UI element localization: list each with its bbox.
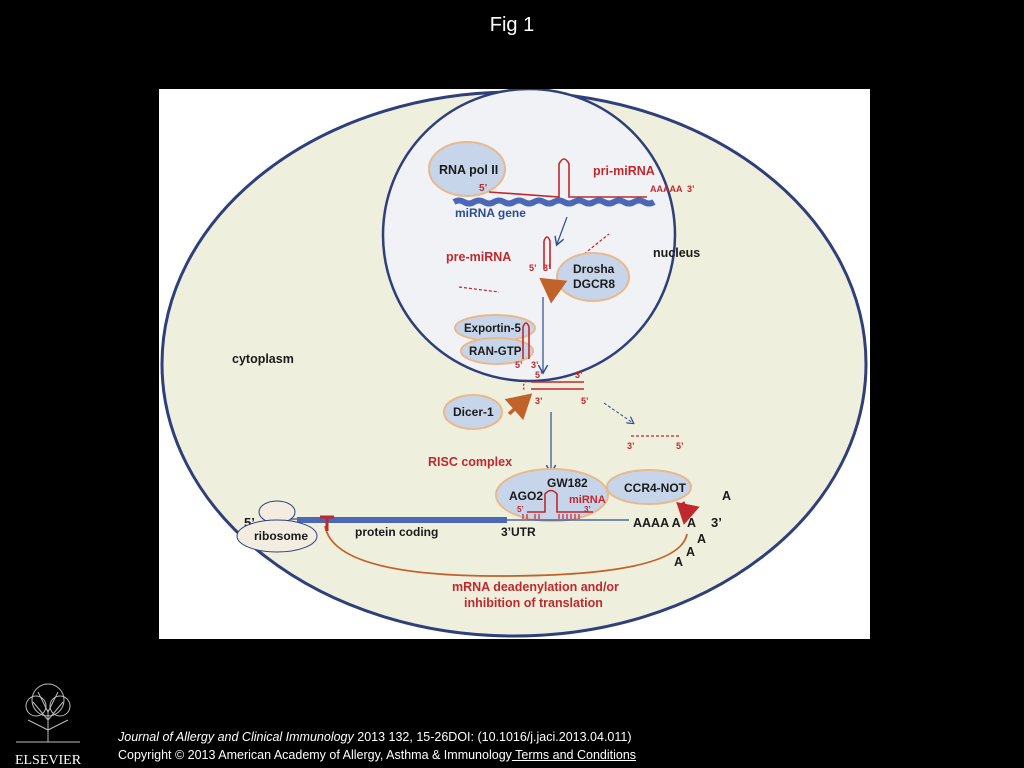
seed-pairing-ticks <box>522 514 580 519</box>
terms-link[interactable]: Terms and Conditions <box>511 748 637 762</box>
pre-five-prime: 5’ <box>529 263 537 273</box>
protein-coding-label: protein coding <box>355 525 438 539</box>
citation-details: 2013 132, 15-26DOI: (10.1016/j.jaci.2013… <box>353 730 632 744</box>
released-a-3: A <box>686 545 695 559</box>
copyright-text: Copyright © 2013 American Academy of All… <box>118 748 512 762</box>
risc-mirna-strand <box>527 489 593 513</box>
drosha-label: Drosha <box>573 262 615 276</box>
drosha-arrow <box>539 277 568 304</box>
dashed-fragment-2 <box>458 286 500 293</box>
duplex-five-prime-top: 5’ <box>535 370 543 380</box>
risc-three-prime: 3’ <box>584 505 591 514</box>
ran-gtp-bubble <box>460 337 534 365</box>
ran-gtp-label: RAN-GTP <box>469 346 522 358</box>
released-a-4: A <box>674 555 683 569</box>
risc-mirna-label: miRNA <box>569 494 606 506</box>
diagram-panel: RNA pol II 5’ miRNA gene pri-miRNA AAAAA… <box>159 89 870 639</box>
dicer-label: Dicer-1 <box>453 405 494 419</box>
ribosome-label: ribosome <box>254 529 308 543</box>
utr-label: 3’UTR <box>501 525 536 539</box>
dashed-fragment-1 <box>583 233 610 255</box>
pri-mirna-label: pri-miRNA <box>593 164 655 178</box>
ago2-bubble <box>495 468 609 522</box>
citation-block: Journal of Allergy and Clinical Immunolo… <box>118 728 636 764</box>
nucleus-label: nucleus <box>653 246 700 260</box>
risc-label: RISC complex <box>428 455 512 469</box>
ccr4-label: CCR4-NOT <box>624 481 687 495</box>
inhibition-curve <box>324 525 688 577</box>
mirna-gene-label: miRNA gene <box>455 206 526 220</box>
pre-mirna-label: pre-miRNA <box>446 250 511 264</box>
passenger-three-prime: 3’ <box>627 441 635 451</box>
mrna-three-prime: 3’ <box>711 515 722 530</box>
pri-poly-a: AAAAA <box>650 184 683 194</box>
dicer-loop <box>522 380 528 392</box>
export-five-prime: 5’ <box>515 360 523 370</box>
ccr4-bubble <box>606 469 692 505</box>
protein-coding-region <box>297 517 507 523</box>
ccr4-deadenylation-arrow <box>676 501 700 525</box>
pri-five-prime: 5’ <box>479 183 488 194</box>
deadenylation-label-line1: mRNA deadenylation and/or <box>452 580 619 594</box>
cytoplasm-label: cytoplasm <box>232 352 294 366</box>
rna-pol-label: RNA pol II <box>439 163 498 177</box>
exportin-label: Exportin-5 <box>464 323 521 335</box>
deadenylation-label-line2: inhibition of translation <box>464 596 603 610</box>
copyright-line: Copyright © 2013 American Academy of All… <box>118 746 636 764</box>
duplex-three-prime-bottom: 3’ <box>535 396 543 406</box>
poly-a-letter-1: A <box>687 516 696 530</box>
export-hairpin <box>522 322 530 359</box>
poly-a-tail: AAAA A <box>633 516 681 530</box>
risc-five-prime: 5’ <box>517 505 524 514</box>
journal-name: Journal of Allergy and Clinical Immunolo… <box>118 730 354 744</box>
arrow-passenger <box>603 402 633 423</box>
pre-three-prime: 3’ <box>543 263 551 273</box>
mirna-gene-strand <box>452 197 656 207</box>
pre-mirna-hairpin <box>543 236 551 269</box>
released-a-1: A <box>722 489 731 503</box>
mrna-five-prime: 5’ <box>244 515 255 530</box>
dicer-arrow <box>504 393 533 421</box>
pri-three-prime: 3’ <box>687 184 695 194</box>
duplex-five-prime-bottom: 5’ <box>581 396 589 406</box>
dicer-bubble <box>443 394 503 430</box>
ribosome-large-subunit <box>236 519 318 553</box>
export-three-prime: 3’ <box>531 360 539 370</box>
dgcr8-label: DGCR8 <box>573 277 615 291</box>
duplex-three-prime-top: 3’ <box>575 370 583 380</box>
passenger-five-prime: 5’ <box>676 441 684 451</box>
arrow-transcription <box>557 216 568 244</box>
rna-pol-bubble <box>428 141 506 197</box>
elsevier-logo: ELSEVIER <box>8 680 88 766</box>
elsevier-logo-text: ELSEVIER <box>15 753 82 766</box>
gw182-label: GW182 <box>547 476 588 490</box>
mirna-pathway-diagram: RNA pol II 5’ miRNA gene pri-miRNA AAAAA… <box>160 89 868 638</box>
ago2-label: AGO2 <box>509 489 543 503</box>
pri-mirna-strand <box>488 158 647 198</box>
released-a-2: A <box>697 532 706 546</box>
citation-line: Journal of Allergy and Clinical Immunolo… <box>118 728 636 746</box>
figure-title: Fig 1 <box>489 14 535 36</box>
inhibition-blocker <box>320 515 334 531</box>
drosha-bubble <box>556 252 630 302</box>
